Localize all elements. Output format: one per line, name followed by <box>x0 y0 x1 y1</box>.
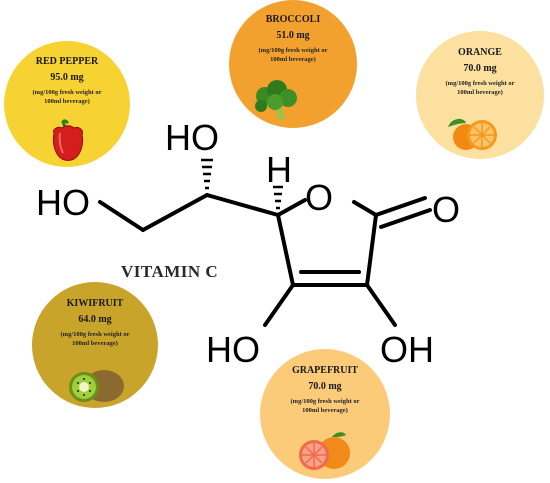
atom-o-keto: O <box>432 189 460 230</box>
bond <box>365 283 397 327</box>
atom-oh-bottom: OH <box>380 329 434 370</box>
source-value: 70.0 mg <box>308 381 342 392</box>
source-name: ORANGE <box>458 47 502 58</box>
bond <box>379 208 432 229</box>
bond <box>276 198 307 217</box>
kiwifruit-card: KIWIFRUIT 64.0 mg (mg/100g fresh weight … <box>32 282 158 408</box>
source-value: 51.0 mg <box>276 30 310 41</box>
source-value: 70.0 mg <box>463 63 497 74</box>
bond <box>374 196 427 217</box>
source-name: KIWIFRUIT <box>66 298 124 309</box>
bond <box>365 213 378 287</box>
grapefruit-card: GRAPEFRUIT 70.0 mg (mg/100g fresh weight… <box>260 349 390 479</box>
source-value: 64.0 mg <box>78 314 112 325</box>
atom-o-ring: O <box>305 177 333 218</box>
atom-ho-top: HO <box>165 117 219 158</box>
kiwi-icon <box>69 370 124 402</box>
bond <box>141 193 209 232</box>
bond <box>263 283 295 327</box>
source-name: BROCCOLI <box>265 14 321 25</box>
broccoli-icon <box>255 80 297 120</box>
source-name: RED PEPPER <box>35 56 99 67</box>
molecule-title: VITAMIN C <box>121 262 219 281</box>
bond <box>352 200 378 217</box>
grapefruit-icon <box>299 432 350 470</box>
broccoli-card: BROCCOLI 51.0 mg (mg/100g fresh weight o… <box>229 0 357 128</box>
atom-ho-left: HO <box>36 182 90 223</box>
red-pepper-icon <box>52 119 84 161</box>
atom-ho-bottom: HO <box>206 329 260 370</box>
orange-icon <box>448 118 497 150</box>
red-pepper-card: RED PEPPER 95.0 mg (mg/100g fresh weight… <box>4 41 130 167</box>
bond <box>98 200 145 232</box>
atom-h: H <box>266 149 292 190</box>
bond <box>205 193 280 217</box>
source-value: 95.0 mg <box>50 72 84 83</box>
source-name: GRAPEFRUIT <box>291 365 359 376</box>
bond <box>276 213 295 287</box>
